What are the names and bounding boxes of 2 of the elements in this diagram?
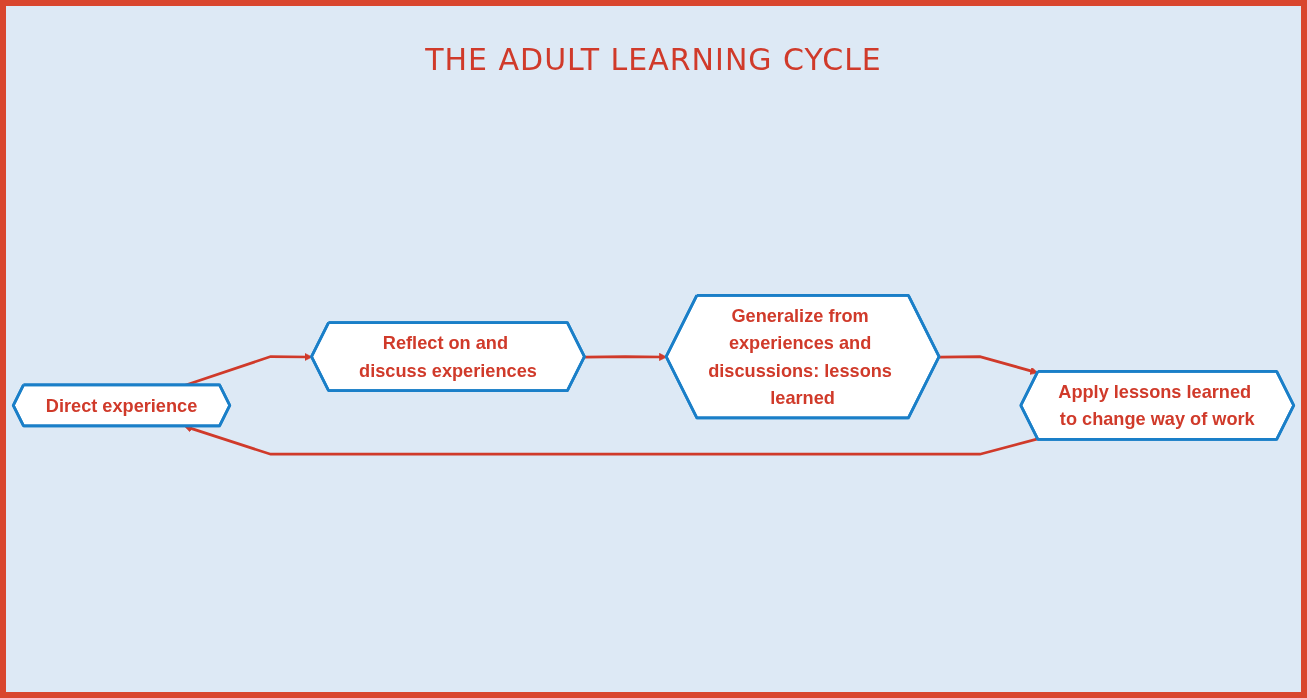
diagram-title: THE ADULT LEARNING CYCLE: [425, 42, 882, 77]
arrow: [584, 352, 667, 361]
